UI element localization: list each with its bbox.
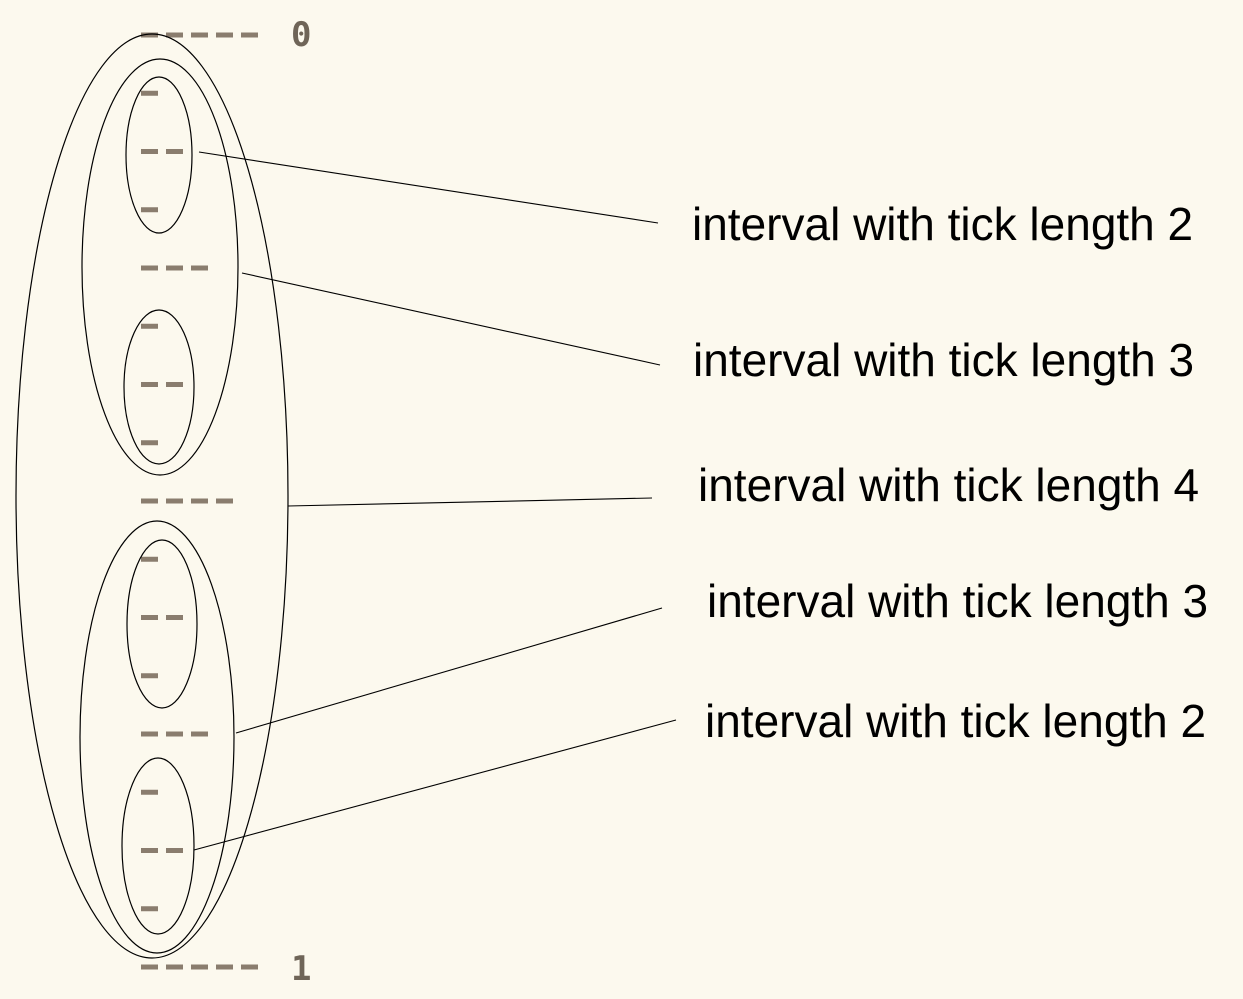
tick-mark [191, 32, 208, 38]
callout-label-4: interval with tick length 3 [707, 575, 1209, 627]
leader-line-2 [241, 272, 661, 366]
tick-mark [141, 673, 158, 679]
ellipse-interval-length-2-a [125, 76, 193, 234]
tick-mark [141, 382, 158, 387]
leader-line-5 [193, 719, 677, 851]
callout-label-1: interval with tick length 2 [692, 198, 1194, 250]
ellipse-interval-length-4 [15, 33, 289, 959]
ellipse-interval-length-3-lower [79, 520, 235, 954]
leader-line-1 [198, 151, 659, 224]
tick-mark [166, 498, 183, 504]
ellipse-interval-length-2-c [126, 539, 198, 709]
ellipse-interval-length-2-d [121, 757, 195, 935]
tick-mark [141, 265, 158, 271]
tick-mark [241, 964, 258, 970]
tick-mark [141, 323, 158, 329]
tick-mark [141, 149, 158, 154]
tick-mark [166, 615, 183, 620]
tick-mark [166, 265, 183, 271]
tick-mark [216, 32, 233, 38]
tick-mark [141, 32, 158, 38]
tick-mark [141, 731, 158, 737]
tick-mark [141, 615, 158, 620]
ellipse-interval-length-2-b [123, 309, 195, 465]
tick-mark [141, 207, 158, 213]
tick-mark [166, 382, 183, 387]
leader-lines [193, 151, 677, 851]
ruler-bottom-label: 1 [291, 949, 311, 989]
leader-line-4 [235, 607, 663, 734]
ruler-top-label: 0 [291, 15, 311, 55]
tick-mark [216, 498, 233, 504]
tick-mark [191, 731, 208, 737]
tick-mark [166, 964, 183, 970]
tick-mark [216, 964, 233, 970]
leader-line-3 [287, 497, 653, 507]
tick-mark [141, 90, 158, 96]
tick-mark [141, 848, 158, 853]
callout-label-5: interval with tick length 2 [705, 695, 1207, 747]
tick-mark [241, 32, 258, 38]
tick-mark [166, 848, 183, 853]
tick-mark [166, 32, 183, 38]
ellipse-interval-length-3-upper [81, 58, 239, 476]
tick-mark [166, 149, 183, 154]
tick-mark [166, 731, 183, 737]
interval-ellipses [15, 33, 289, 959]
callout-label-3: interval with tick length 4 [698, 459, 1200, 511]
tick-mark [141, 440, 158, 446]
tick-mark [191, 498, 208, 504]
tick-mark [191, 265, 208, 271]
tick-mark [141, 906, 158, 912]
callout-label-2: interval with tick length 3 [693, 334, 1195, 386]
tick-mark [191, 964, 208, 970]
tick-mark [141, 556, 158, 562]
ruler-ticks [141, 32, 258, 970]
tick-mark [141, 789, 158, 795]
tick-mark [141, 498, 158, 504]
tick-mark [141, 964, 158, 970]
